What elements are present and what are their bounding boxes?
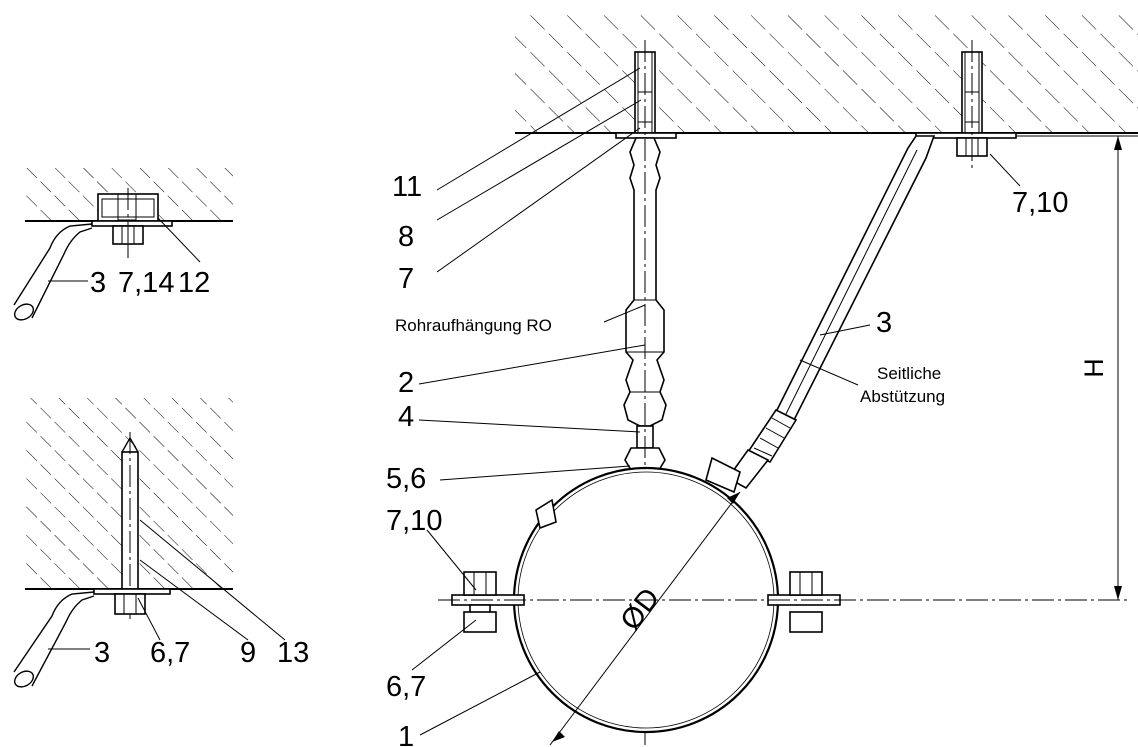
label-seitliche: Seitliche bbox=[877, 364, 941, 383]
label-7: 7 bbox=[398, 263, 414, 295]
label-5-6: 5,6 bbox=[386, 463, 426, 495]
label-9: 9 bbox=[240, 637, 256, 669]
label-6-7-main: 6,7 bbox=[386, 671, 426, 703]
label-7-10-left: 7,10 bbox=[386, 505, 442, 537]
strut-fitting bbox=[746, 408, 798, 464]
label-6-7-detail: 6,7 bbox=[150, 637, 190, 669]
clamp-bolt-right bbox=[789, 571, 823, 596]
label-4: 4 bbox=[398, 401, 414, 433]
label-3-main: 3 bbox=[876, 307, 892, 339]
strut-tube bbox=[13, 591, 95, 687]
ceiling-hatch bbox=[515, 14, 1138, 132]
label-height: H bbox=[1079, 358, 1109, 378]
label-1: 1 bbox=[398, 721, 414, 747]
label-rohraufhaengung: Rohraufhängung RO bbox=[395, 316, 552, 335]
label-11: 11 bbox=[392, 171, 422, 203]
label-7-10-right: 7,10 bbox=[1012, 187, 1068, 219]
clamp-bolt-left bbox=[463, 571, 497, 596]
label-2: 2 bbox=[398, 367, 414, 399]
main-view: ØD H 11 8 7 Rohraufhängung RO 2 4 5,6 7,… bbox=[386, 14, 1138, 747]
hex-nut bbox=[114, 593, 146, 615]
detail-top-left: 3 7,14 12 bbox=[13, 168, 233, 321]
label-13: 13 bbox=[277, 637, 309, 669]
label-8: 8 bbox=[398, 221, 414, 253]
strut-tube bbox=[13, 223, 93, 319]
label-abstuetzung: Abstützung bbox=[860, 387, 945, 406]
label-3-top-left: 3 bbox=[90, 267, 106, 299]
label-3-bottom-left: 3 bbox=[94, 637, 110, 669]
label-12: 12 bbox=[178, 267, 210, 299]
strut-nut bbox=[705, 456, 741, 494]
detail-bottom-left: 3 6,7 9 13 bbox=[13, 398, 309, 688]
label-7-14: 7,14 bbox=[118, 267, 174, 299]
